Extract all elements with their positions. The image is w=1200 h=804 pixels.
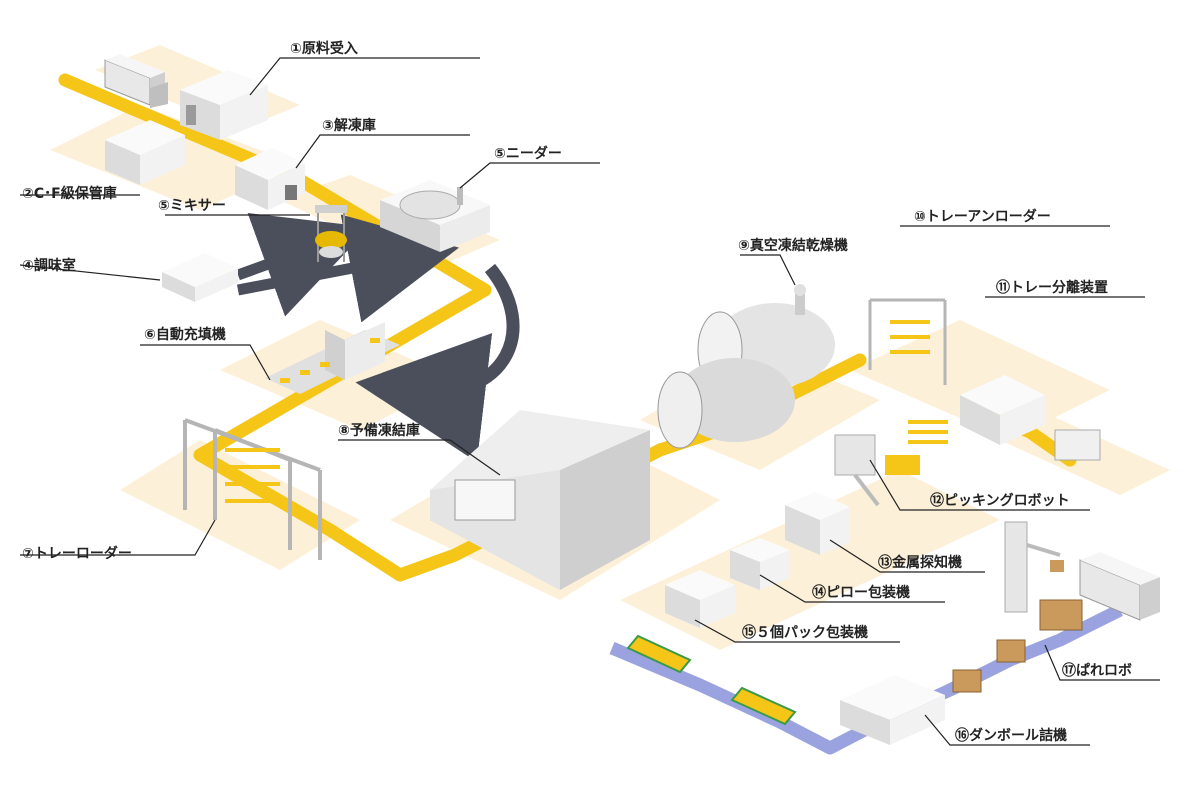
label-five-pack-packer: ⑮５個パック包装機 [742, 625, 868, 641]
label-vacuum-freeze-dryer: ⑨真空凍結乾燥機 [738, 238, 848, 254]
case-packer-machine [840, 675, 945, 745]
label-seasoning-room: ④調味室 [22, 258, 76, 274]
label-tray-separator: ⑪トレー分離装置 [996, 280, 1108, 296]
flow-arrow-seasoning-to-mixer [236, 213, 370, 317]
flow-arrow-seasoning-to-kneader [236, 214, 460, 323]
mixer-machine [315, 205, 347, 262]
tray-unloader-racks [890, 320, 930, 354]
five-pack-packer-machine [665, 570, 735, 628]
stacked-trays [908, 420, 948, 444]
floor-loader-area [120, 440, 360, 570]
robot-arm-icon [834, 434, 920, 507]
label-thaw-room: ③解凍庫 [322, 118, 376, 134]
thaw-room-building [235, 148, 305, 210]
label-metal-detector: ⑬金属探知機 [878, 555, 962, 571]
delivery-truck-icon [1079, 552, 1160, 621]
cardboard-box-icon [952, 599, 1083, 693]
curved-flow-arrow-icon [355, 263, 520, 463]
flow-arrows [236, 213, 520, 463]
seasoning-room-building [162, 253, 238, 302]
tray-loader-racks [225, 448, 280, 503]
label-palletizing-robot: ⑰ぱれロボ [1062, 663, 1132, 679]
delivery-truck-icon [104, 54, 168, 108]
label-prefreezer: ⑧予備凍結庫 [338, 423, 420, 439]
vacuum-freeze-dryer [657, 284, 835, 449]
cf-storage-building [105, 120, 185, 185]
raw-intake-building [180, 70, 268, 140]
label-cf-storage: ②C･F級保管庫 [22, 186, 117, 202]
tray-loader-machine [183, 418, 322, 560]
auto-filler-machine [265, 322, 400, 394]
label-mixer: ⑤ミキサー [158, 198, 226, 214]
tray-separator-machine [960, 375, 1101, 461]
kneader-machine [380, 180, 490, 252]
label-raw-intake: ①原料受入 [290, 41, 358, 57]
label-case-packer: ⑯ダンボール詰機 [955, 728, 1067, 744]
label-tray-loader: ⑦トレーローダー [22, 546, 132, 562]
tray-unloader-machine [868, 298, 947, 385]
palletizing-robot [1004, 521, 1064, 613]
label-tray-unloader: ⑩トレーアンローダー [914, 209, 1051, 225]
prefreezer-unit [430, 410, 650, 590]
label-picking-robot: ⑫ピッキングロボット [930, 493, 1070, 509]
label-kneader: ⑤ニーダー [494, 146, 562, 162]
metal-detector-machine [785, 492, 850, 555]
label-pillow-packer: ⑭ピロー包装機 [812, 585, 910, 601]
packed-product-trays [626, 634, 797, 726]
leader-lines [19, 57, 1160, 746]
label-auto-filler: ⑥自動充填機 [144, 327, 226, 343]
